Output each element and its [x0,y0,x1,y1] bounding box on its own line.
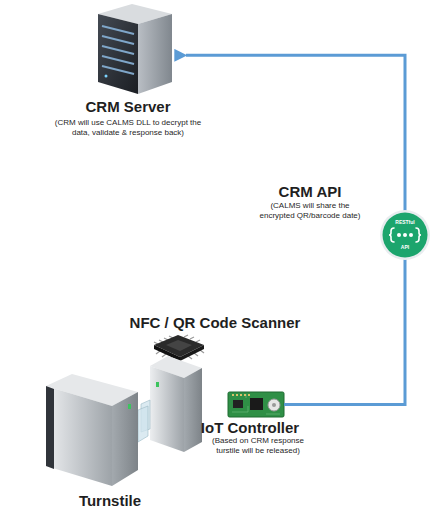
turnstile-illustration [46,356,202,486]
api-circle-rim [380,210,430,260]
server-icon [98,4,172,94]
api-dot [409,233,413,237]
node-description: (CALMS will share the encrypted QR/barco… [255,201,365,221]
node-description: (Based on CRM response turstile will be … [203,436,313,456]
board-buzzer-hole [272,403,276,407]
node-description: (CRM will use CALMS DLL to decrypt the d… [48,118,208,138]
glass-flap [138,406,148,442]
api-dot [397,233,401,237]
scanner-node: NFC / QR Code Scanner [150,333,206,363]
board-buzzer [268,399,280,411]
board-chip [250,398,263,410]
scanner-chip [154,335,204,361]
cabinet-side [184,368,202,452]
node-title: Turnstile [50,492,170,509]
node-title: CRM API [250,183,370,200]
node-title: NFC / QR Code Scanner [110,314,320,331]
server-bays [102,26,134,74]
server-led [105,75,108,78]
connector-line [284,259,405,405]
controller-node: IoT Controller(Based on CRM response tur… [228,388,284,421]
board-pcb [228,392,284,417]
cabinet-front [46,386,112,486]
brace-right [416,228,421,242]
api-circle [383,213,428,258]
api-circle-shape [381,211,429,259]
board-traces [232,394,280,414]
board-header [232,394,250,396]
api-node: CRM API(CALMS will share the encrypted Q… [381,211,429,259]
controller-board [228,392,284,417]
cabinet-side [112,392,138,486]
cabinet-front [150,366,184,452]
node-title: CRM Server [43,98,213,115]
brace-left [389,228,394,242]
node-title: IoT Controller [180,419,320,436]
server-side [138,14,172,94]
chip-die [166,340,192,351]
status-led [156,382,159,387]
api-dot [403,233,407,237]
server-front [98,14,138,94]
chip-body [154,335,204,357]
api-dots [397,233,413,237]
chip-pins [154,335,204,360]
cabinet-end-panel [46,386,54,469]
server-node: CRM Server(CRM will use CALMS DLL to dec… [92,2,174,94]
api-braces-icon [389,228,421,242]
status-led [128,404,131,409]
connector-line [186,55,405,211]
board-chip [233,400,243,408]
turnstile-node: Turnstile [42,352,204,488]
